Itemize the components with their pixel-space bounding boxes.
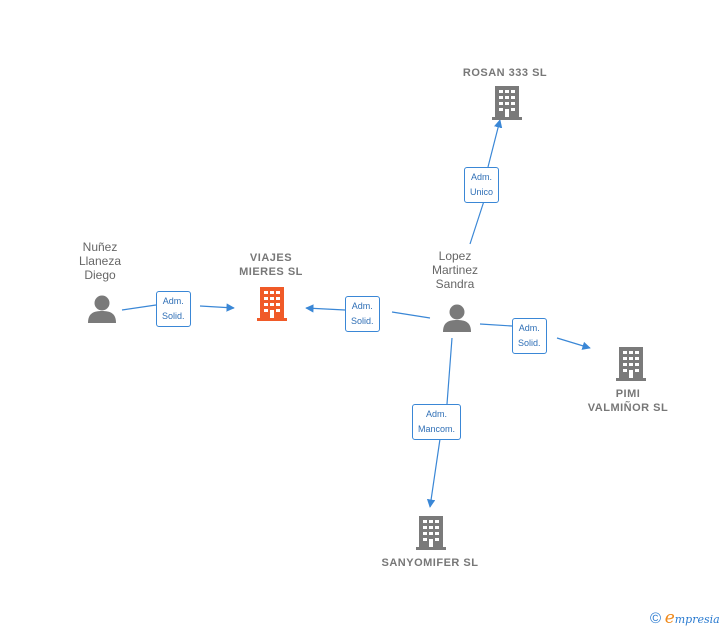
viajes-label[interactable]: VIAJES MIERES SL bbox=[239, 252, 303, 278]
nunez-label[interactable]: Nuñez Llaneza Diego bbox=[78, 240, 122, 282]
edge-lopez-viajes bbox=[306, 308, 431, 319]
edge-lopez-pimi bbox=[479, 323, 590, 348]
viajes-building-icon[interactable] bbox=[257, 287, 287, 321]
edge-label-lopez-viajes: Adm. Solid. bbox=[345, 296, 380, 332]
lopez-person-icon[interactable] bbox=[443, 304, 471, 333]
edge-label-lopez-rosan: Adm. Unico bbox=[464, 167, 500, 203]
nunez-person-icon[interactable] bbox=[88, 295, 116, 324]
pimi-building-icon[interactable] bbox=[616, 347, 646, 381]
edge-lopez-rosan bbox=[469, 120, 500, 245]
pimi-label[interactable]: PIMI VALMIÑOR SL bbox=[587, 388, 669, 414]
sanyomifer-building-icon[interactable] bbox=[416, 516, 446, 550]
edge-nunez-viajes bbox=[121, 305, 234, 310]
rosan-building-icon[interactable] bbox=[492, 86, 522, 120]
brand-logo[interactable]: © empresia bbox=[650, 608, 720, 628]
edge-label-nunez-viajes: Adm. Solid. bbox=[156, 291, 191, 327]
edge-label-lopez-sanyomifer: Adm. Mancom. bbox=[412, 404, 462, 440]
sanyomifer-label[interactable]: SANYOMIFER SL bbox=[381, 557, 479, 569]
lopez-label[interactable]: Lopez Martinez Sandra bbox=[431, 249, 478, 291]
copyright-icon: © bbox=[650, 610, 662, 627]
edge-label-lopez-pimi: Adm. Solid. bbox=[512, 318, 547, 354]
edge-lopez-sanyomifer bbox=[430, 337, 453, 507]
rosan-label[interactable]: ROSAN 333 SL bbox=[462, 67, 548, 79]
